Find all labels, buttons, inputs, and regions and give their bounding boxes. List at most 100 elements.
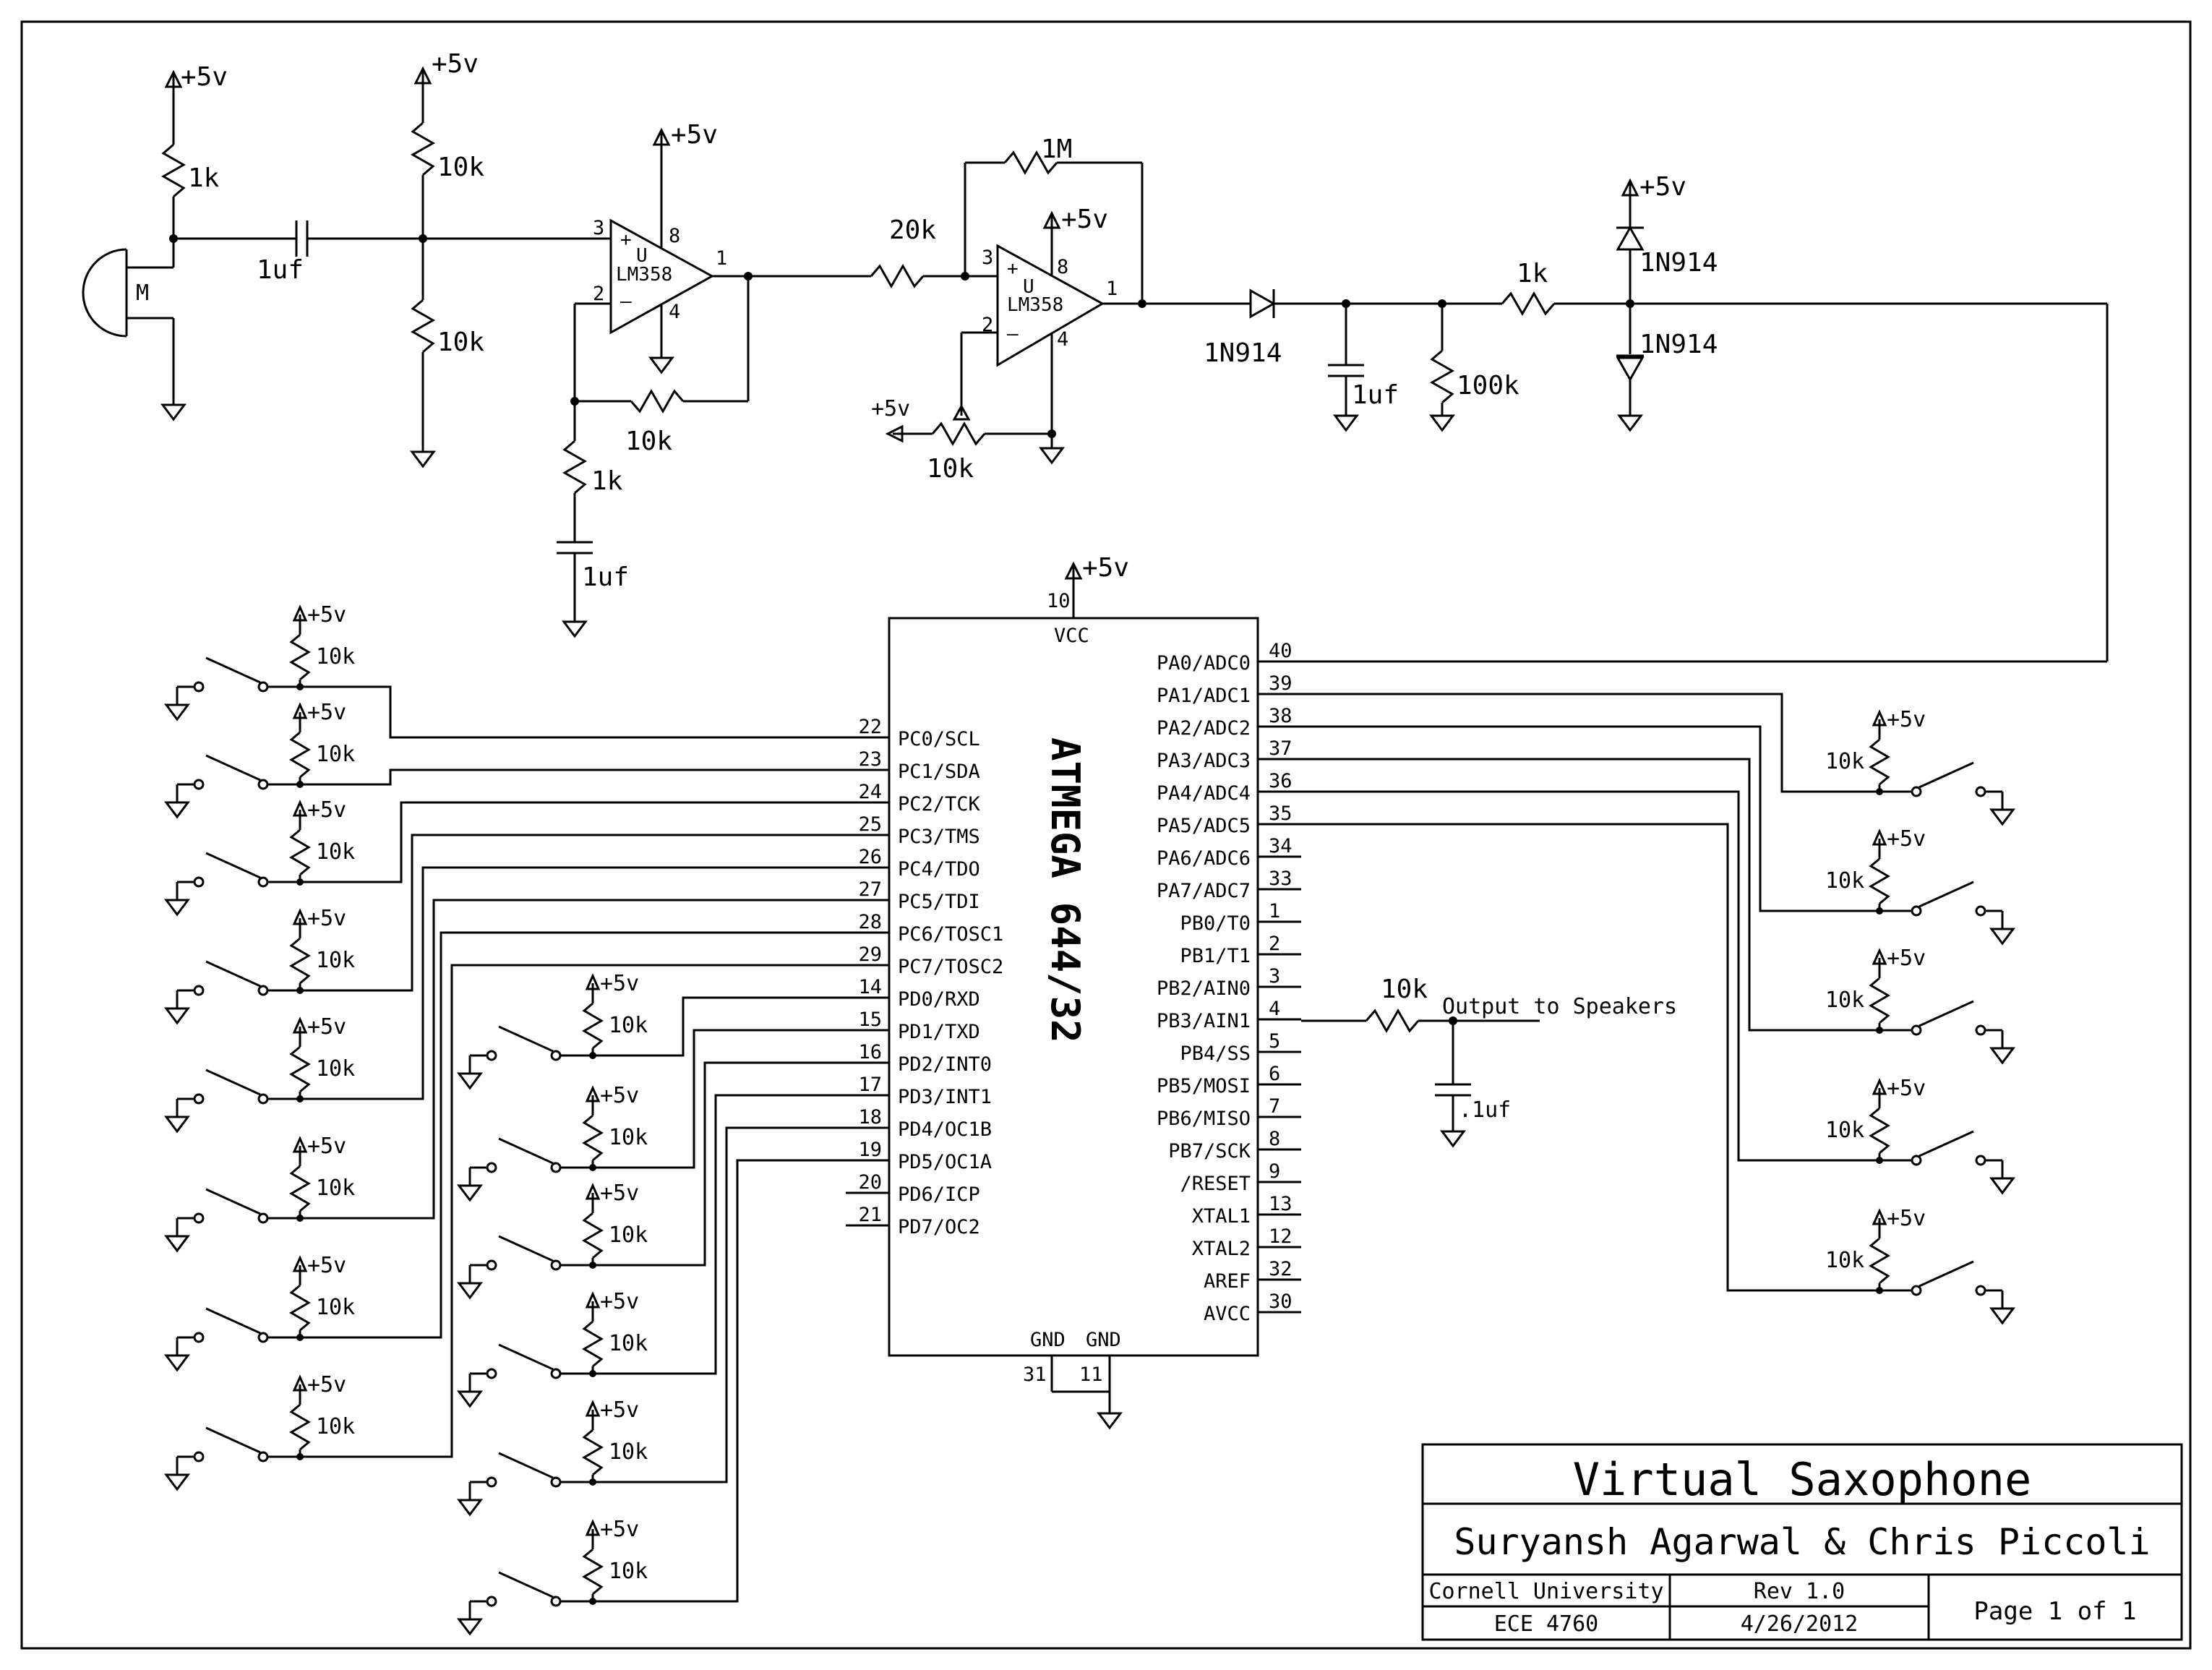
pin-num: 34 [1269, 835, 1293, 857]
pullup-r-label: 10k [1825, 1118, 1864, 1143]
r-mic-label: 1k [188, 163, 220, 193]
c-peak-label: 1uf [1352, 380, 1399, 410]
supply-label: +5v [1887, 826, 1926, 852]
pushbutton: +5v 10k [1825, 826, 2015, 946]
pin-label: PB6/MISO [1157, 1108, 1251, 1130]
supply-label: +5v [1887, 707, 1926, 732]
pin-label: XTAL1 [1192, 1205, 1251, 1228]
supply-label: +5v [1887, 1076, 1926, 1101]
pin-num: 24 [858, 781, 882, 803]
pin-num: 6 [1269, 1063, 1280, 1085]
pin-num: 16 [858, 1041, 882, 1063]
mcu-left-pins: 22PC0/SCL23PC1/SDA24PC2/TCK25PC3/TMS26PC… [846, 716, 1003, 1238]
pin-num: 8 [669, 225, 680, 247]
ground-icon [648, 356, 674, 374]
pin-num: 38 [1269, 705, 1293, 727]
pullup-r-label: 10k [316, 1414, 355, 1439]
supply-label: +5v [307, 797, 346, 823]
pin-num: 3 [1269, 965, 1280, 988]
pin-label: PC3/TMS [898, 826, 980, 848]
pullup-r-label: 10k [316, 644, 355, 669]
pin-label: PA3/ADC3 [1157, 750, 1251, 772]
supply-label: +5v [1887, 1206, 1926, 1231]
pin-label: PB4/SS [1180, 1042, 1251, 1065]
pin-label: PD3/INT1 [898, 1086, 992, 1108]
org-text: Cornell University [1428, 1579, 1663, 1604]
pullup-r-label: 10k [316, 948, 355, 973]
supply-label: +5v [1639, 172, 1686, 202]
pin-num: 15 [858, 1009, 882, 1031]
pin-num: 32 [1269, 1258, 1293, 1280]
mcu-right-pins: 40PA0/ADC039PA1/ADC138PA2/ADC237PA3/ADC3… [1157, 640, 1366, 1325]
ground-icon [562, 620, 588, 638]
pin-label: PC5/TDI [898, 891, 980, 913]
pin-num: 4 [669, 301, 680, 323]
pin-label: XTAL2 [1192, 1238, 1251, 1260]
pin-num: 40 [1269, 640, 1293, 662]
pin-label: PC2/TCK [898, 793, 981, 815]
pushbutton: +5v 10k [1825, 707, 2015, 826]
pin-num: 8 [1057, 256, 1068, 278]
pullup-r-label: 10k [1825, 988, 1864, 1013]
pin-label: PB0/T0 [1180, 912, 1251, 935]
supply-label: +5v [600, 1083, 639, 1108]
pin-label: PB1/T1 [1180, 945, 1251, 967]
pin-num: 39 [1269, 672, 1293, 695]
button-array: +5v 10k +5v 10k +5v 10k +5v 10k +5v 10k +5v 10k +5v 1… [164, 602, 2015, 1636]
pot-label: 10k [927, 454, 974, 484]
supply-label: +5v [600, 1517, 639, 1542]
gnd-label: GND [1030, 1329, 1066, 1351]
pullup-r-label: 10k [1825, 749, 1864, 774]
r-bias-bot-label: 10k [437, 327, 484, 357]
output-r-label: 10k [1381, 975, 1428, 1004]
pin-num: 3 [593, 217, 604, 239]
r-in2-label: 20k [889, 215, 936, 245]
pin-num: 12 [1269, 1225, 1293, 1248]
pullup-r-label: 10k [609, 1559, 648, 1584]
ground-icon [1039, 447, 1065, 465]
pin-label: PB2/AIN0 [1157, 977, 1251, 1000]
pin-label: AREF [1204, 1270, 1251, 1293]
pin-num: 22 [858, 716, 882, 738]
pin-label: PA5/ADC5 [1157, 815, 1251, 837]
pullup-r-label: 10k [1825, 1248, 1864, 1273]
supply-label: +5v [181, 62, 228, 92]
supply-label: +5v [307, 1134, 346, 1159]
pin-num: 30 [1269, 1290, 1293, 1313]
supply-label: +5v [307, 1014, 346, 1040]
pin-label: PD2/INT0 [898, 1053, 992, 1076]
pin-num: 21 [858, 1204, 882, 1226]
r-feedback2-label: 1M [1041, 134, 1072, 164]
pin-num: 18 [858, 1106, 882, 1129]
svg-text:–: – [1007, 323, 1019, 345]
pin-num: 4 [1057, 328, 1068, 351]
pin-label: PC0/SCL [898, 728, 980, 750]
opamp-name: LM358 [1007, 294, 1063, 316]
vcc-label: VCC [1054, 625, 1089, 647]
pushbutton: +5v 10k [1825, 1076, 2015, 1195]
pullup-r-label: 10k [1825, 868, 1864, 894]
pin-label: PD6/ICP [898, 1183, 980, 1206]
course-text: ECE 4760 [1494, 1611, 1599, 1637]
svg-text:+: + [1007, 258, 1019, 280]
pin-label: PC4/TDO [898, 858, 980, 881]
pin-num: 31 [1023, 1363, 1047, 1386]
speaker-output: 10k Output to Speakers .1uf [1365, 975, 1677, 1148]
mcu: +5v 10 VCC GND GND 31 11 ATMEGA 644/32 2… [846, 553, 1366, 1430]
supply-label: +5v [671, 120, 718, 150]
mcu-name: ATMEGA 644/32 [1042, 737, 1088, 1043]
pullup-r-label: 10k [316, 1176, 355, 1201]
pin-label: PD1/TXD [898, 1021, 980, 1043]
pin-num: 10 [1047, 590, 1071, 612]
pin-label: PA2/ADC2 [1157, 717, 1251, 740]
r-gain1-label: 1k [591, 466, 623, 496]
output-c-label: .1uf [1459, 1097, 1511, 1123]
pushbutton: +5v 10k [1825, 1206, 2015, 1325]
pullup-r-label: 10k [609, 1125, 648, 1150]
